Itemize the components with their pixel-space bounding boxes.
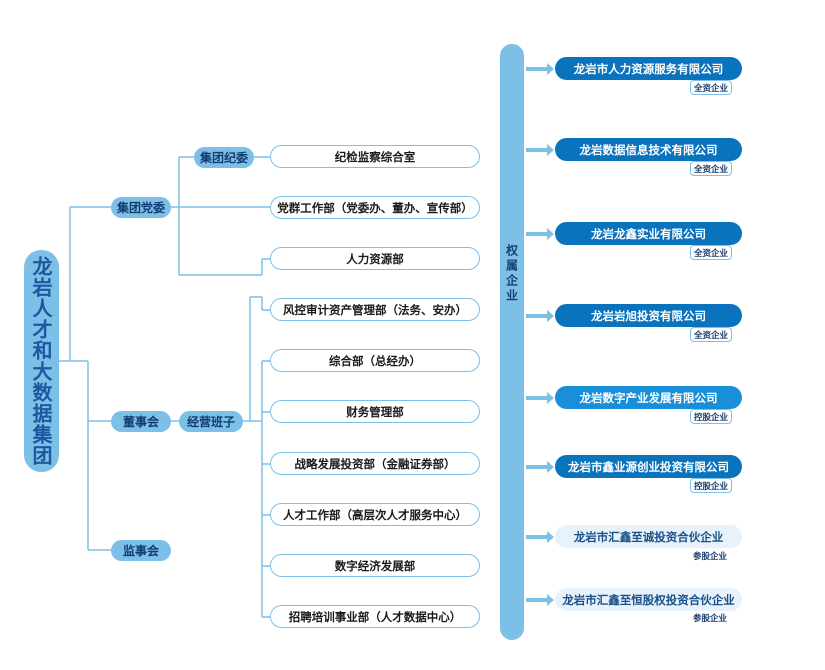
company-node: 龙岩岩旭投资有限公司 [555, 304, 742, 327]
company-tag: 控股企业 [690, 409, 733, 424]
company-node: 龙岩市汇鑫至诚投资合伙企业 [555, 525, 742, 548]
dept-risk-audit: 风控审计资产管理部（法务、安办） [270, 298, 480, 321]
dept-hr: 人力资源部 [270, 247, 480, 270]
dept-discipline-office: 纪检监察综合室 [270, 145, 480, 168]
company-tag: 全资企业 [690, 245, 733, 260]
company-node: 龙岩市人力资源服务有限公司 [555, 57, 742, 80]
company-tag: 控股企业 [690, 478, 733, 493]
subsidiaries-spine: 权属企业 [500, 44, 524, 640]
dept-digital: 数字经济发展部 [270, 554, 480, 577]
company-tag: 参股企业 [693, 551, 728, 562]
spine-label: 权属企业 [504, 244, 519, 304]
company-tag: 全资企业 [690, 327, 733, 342]
party-committee-node: 集团党委 [111, 197, 171, 218]
company-tag: 全资企业 [690, 80, 733, 95]
company-node: 龙岩市鑫业源创业投资有限公司 [555, 455, 742, 478]
management-node: 经营班子 [179, 411, 243, 432]
company-tag: 参股企业 [693, 613, 728, 624]
dept-talent: 人才工作部（高层次人才服务中心） [270, 503, 480, 526]
discipline-committee-node: 集团纪委 [194, 147, 254, 168]
root-node: 龙岩人才和大数据集团 [24, 250, 59, 472]
company-node: 龙岩数据信息技术有限公司 [555, 138, 742, 161]
dept-finance: 财务管理部 [270, 400, 480, 423]
root-label: 龙岩人才和大数据集团 [29, 256, 53, 466]
company-node: 龙岩龙鑫实业有限公司 [555, 222, 742, 245]
company-node: 龙岩数字产业发展有限公司 [555, 386, 742, 409]
company-node: 龙岩市汇鑫至恒股权投资合伙企业 [555, 588, 742, 611]
dept-party-work: 党群工作部（党委办、董办、宣传部） [270, 196, 480, 219]
dept-recruit: 招聘培训事业部（人才数据中心） [270, 605, 480, 628]
board-node: 董事会 [111, 411, 171, 432]
dept-strategy: 战略发展投资部（金融证券部） [270, 452, 480, 475]
dept-general: 综合部（总经办） [270, 349, 480, 372]
company-tag: 全资企业 [690, 161, 733, 176]
supervisors-node: 监事会 [111, 540, 171, 561]
